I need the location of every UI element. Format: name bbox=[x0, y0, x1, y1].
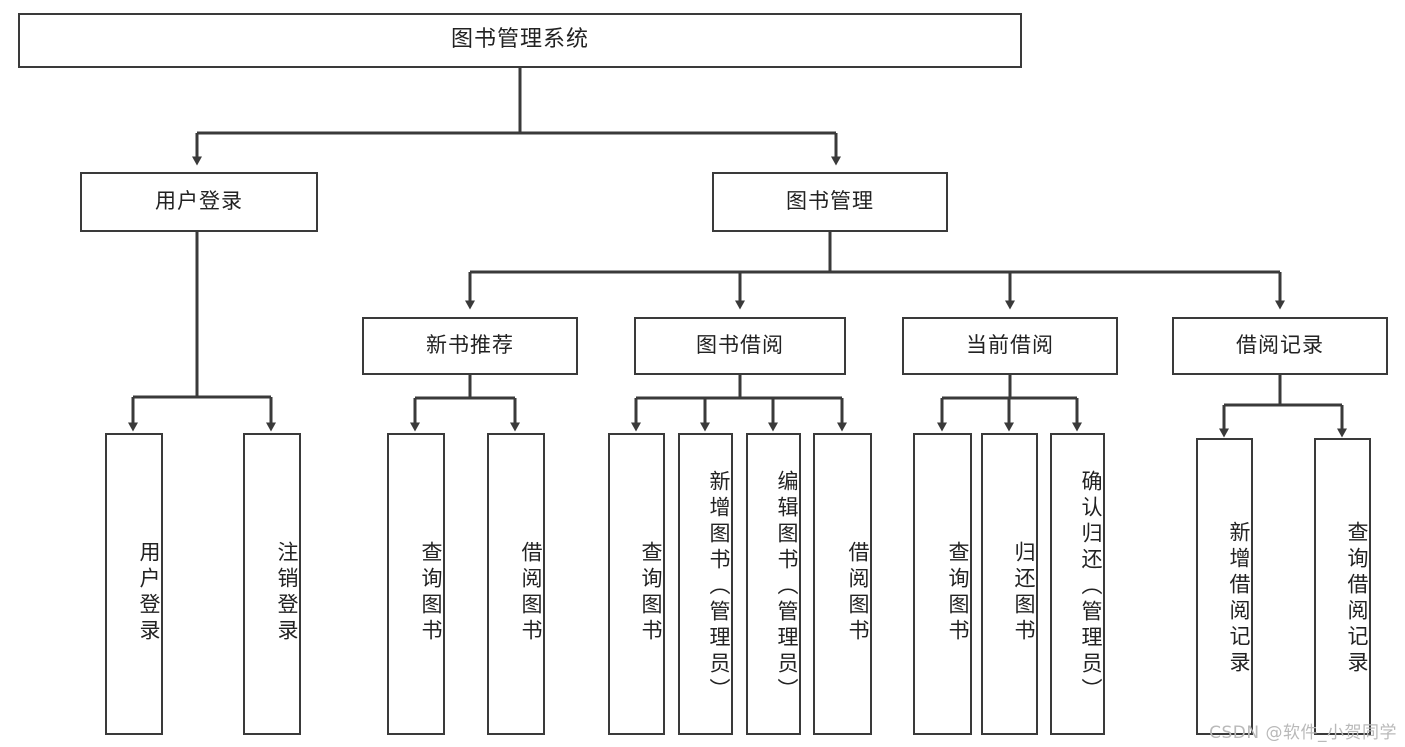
csdn-watermark: CSDN @软件_小贺同学 bbox=[1209, 723, 1397, 743]
node-root-book-management-system[interactable]: 图书管理系统 bbox=[18, 13, 1022, 68]
node-label: 注销登录 bbox=[275, 541, 299, 645]
node-label: 图书管理系统 bbox=[450, 27, 589, 53]
leaf-current-borrow-return-book[interactable]: 归还图书 bbox=[981, 433, 1038, 735]
node-label: 当前借阅 bbox=[966, 333, 1054, 358]
leaf-current-borrow-confirm-return-admin[interactable]: 确认归还（管理员） bbox=[1050, 433, 1105, 735]
node-label: 借阅图书 bbox=[846, 541, 870, 645]
leaf-current-borrow-query-book[interactable]: 查询图书 bbox=[913, 433, 972, 735]
node-label: 新增借阅记录 bbox=[1227, 520, 1251, 677]
node-label: 查询借阅记录 bbox=[1345, 520, 1369, 677]
node-user-login[interactable]: 用户登录 bbox=[80, 172, 318, 232]
node-label: 借阅图书 bbox=[519, 541, 543, 645]
node-label: 查询图书 bbox=[639, 541, 663, 645]
leaf-borrow-record-add-record[interactable]: 新增借阅记录 bbox=[1196, 438, 1253, 735]
leaf-user-login-login[interactable]: 用户登录 bbox=[105, 433, 163, 735]
node-new-book-recommend[interactable]: 新书推荐 bbox=[362, 317, 578, 375]
node-borrow-record[interactable]: 借阅记录 bbox=[1172, 317, 1388, 375]
node-label: 查询图书 bbox=[419, 541, 443, 645]
leaf-book-borrow-edit-book-admin[interactable]: 编辑图书（管理员） bbox=[746, 433, 801, 735]
leaf-book-borrow-borrow-book[interactable]: 借阅图书 bbox=[813, 433, 872, 735]
node-label: 新增图书（管理员） bbox=[707, 470, 731, 704]
node-label: 图书借阅 bbox=[696, 333, 784, 358]
node-label: 归还图书 bbox=[1012, 541, 1036, 645]
node-label: 确认归还（管理员） bbox=[1079, 470, 1103, 704]
node-label: 新书推荐 bbox=[426, 333, 514, 358]
leaf-borrow-record-query-record[interactable]: 查询借阅记录 bbox=[1314, 438, 1371, 735]
node-book-borrow[interactable]: 图书借阅 bbox=[634, 317, 846, 375]
leaf-new-book-borrow-book[interactable]: 借阅图书 bbox=[487, 433, 545, 735]
node-book-management[interactable]: 图书管理 bbox=[712, 172, 948, 232]
leaf-book-borrow-query-book[interactable]: 查询图书 bbox=[608, 433, 665, 735]
leaf-book-borrow-add-book-admin[interactable]: 新增图书（管理员） bbox=[678, 433, 733, 735]
node-label: 图书管理 bbox=[786, 189, 874, 214]
leaf-new-book-query-book[interactable]: 查询图书 bbox=[387, 433, 445, 735]
node-label: 编辑图书（管理员） bbox=[775, 470, 799, 704]
node-label: 查询图书 bbox=[946, 541, 970, 645]
node-label: 用户登录 bbox=[155, 189, 243, 214]
node-label: 用户登录 bbox=[137, 541, 161, 645]
node-label: 借阅记录 bbox=[1236, 333, 1324, 358]
node-current-borrow[interactable]: 当前借阅 bbox=[902, 317, 1118, 375]
leaf-user-login-logout[interactable]: 注销登录 bbox=[243, 433, 301, 735]
